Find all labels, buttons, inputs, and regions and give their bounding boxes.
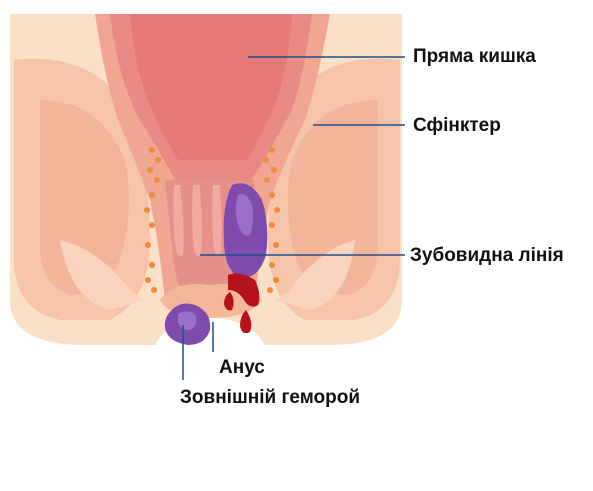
leader-lines [182,56,405,380]
right-gluteal-inner [287,100,378,295]
blood-drops [224,273,260,334]
label-rectum: Пряма кишка [413,46,536,67]
label-dentate-line: Зубовидна лінія [410,245,564,266]
internal-hemorrhoid-highlight [236,193,254,236]
left-fat-tissue [144,147,161,293]
label-sphincter: Сфінктер [413,115,501,136]
rectum-inner [130,14,292,160]
right-levator [275,240,355,310]
label-external-hemorrhoid: Зовнішній геморой [180,387,361,408]
left-levator [60,240,145,310]
label-anus: Анус [219,357,265,378]
